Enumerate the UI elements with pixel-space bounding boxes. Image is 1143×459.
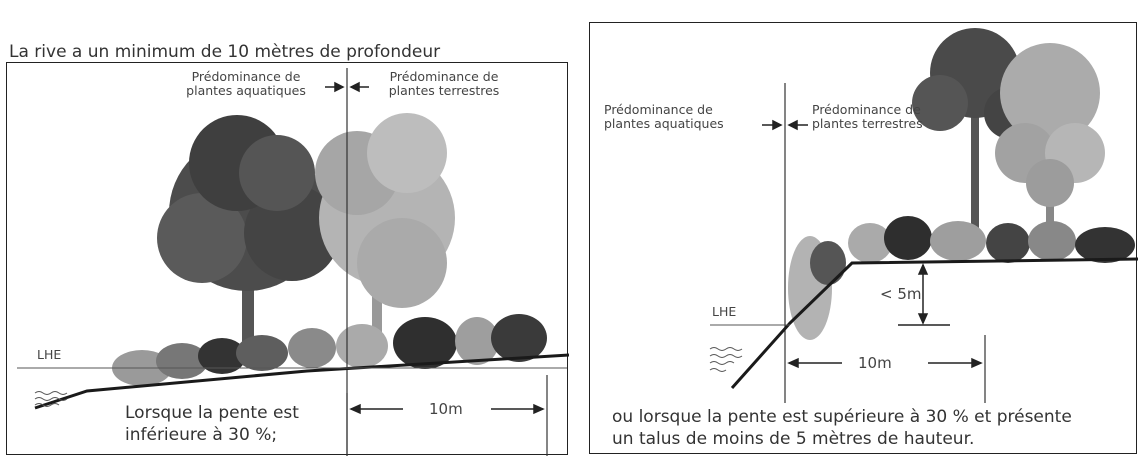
right-illustration <box>709 28 1138 403</box>
figure-title-cutoff <box>0 0 560 6</box>
left-label-aquatic: Prédominance de plantes aquatiques <box>186 69 306 98</box>
left-water-label: LHE <box>37 347 62 362</box>
left-10m-arrows <box>349 403 545 415</box>
left-distance-label: 10m <box>429 400 463 418</box>
right-caption: ou lorsque la pente est supérieure à 30 … <box>612 407 1072 449</box>
left-caption: Lorsque la pente est inférieure à 30 %; <box>125 403 299 445</box>
right-distance-label: 10m <box>858 354 892 372</box>
left-water-waves <box>34 391 68 407</box>
right-label-terrestrial: Prédominance de plantes terrestres <box>812 102 923 131</box>
right-height-label: < 5m <box>880 285 922 303</box>
left-ground-line <box>34 353 569 410</box>
left-heading: La rive a un minimum de 10 mètres de pro… <box>9 42 441 62</box>
right-panel: Prédominance de plantes aquatiques Prédo… <box>589 22 1138 454</box>
right-water-label: LHE <box>712 304 737 319</box>
right-shrubs <box>788 216 1135 340</box>
right-height-arrows <box>898 263 950 326</box>
left-illustration <box>17 68 569 456</box>
left-divider-arrows <box>325 81 369 93</box>
left-panel: La rive a un minimum de 10 mètres de pro… <box>6 42 569 456</box>
left-label-terrestrial: Prédominance de plantes terrestres <box>388 69 500 98</box>
right-water-waves <box>709 347 743 372</box>
left-dark-tree <box>157 115 340 353</box>
left-light-tree <box>315 113 455 353</box>
left-shrubs <box>112 314 547 386</box>
right-label-aquatic: Prédominance de plantes aquatiques <box>604 102 724 131</box>
right-divider-arrows <box>762 119 808 131</box>
right-ground-line <box>730 257 1138 389</box>
right-light-tree <box>995 43 1105 233</box>
right-10m-arrows <box>787 357 983 369</box>
